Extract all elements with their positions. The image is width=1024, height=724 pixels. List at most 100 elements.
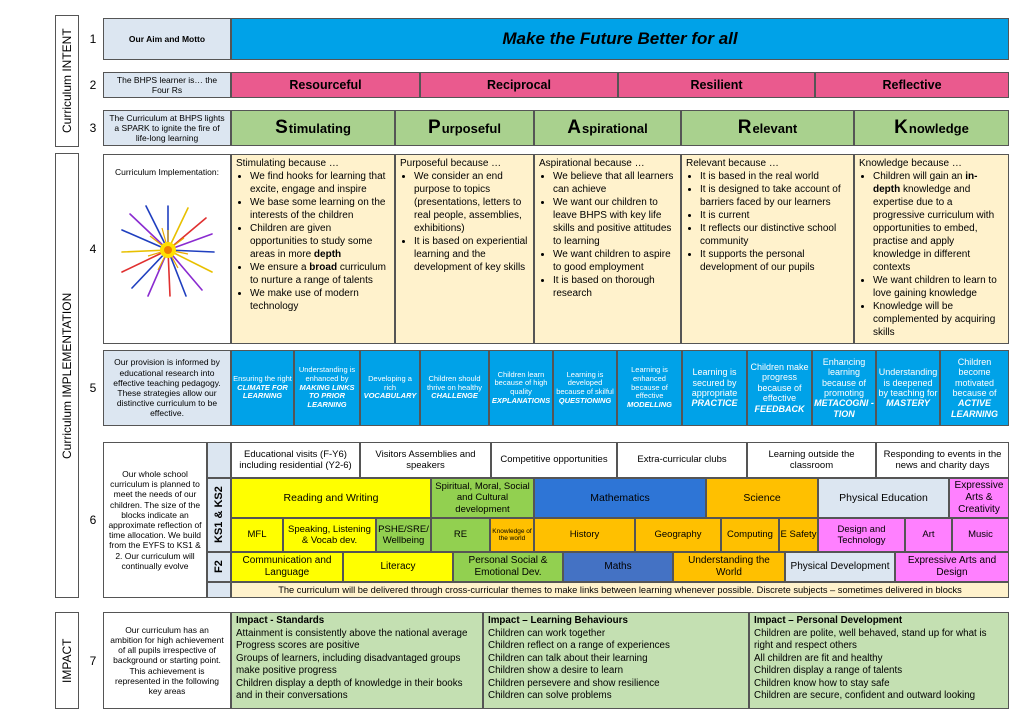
impl-bullet: We base some learning on the interests o… [250, 196, 390, 222]
impl-bullet: Children will gain an in-depth knowledge… [873, 170, 1004, 274]
impl-bullet: Children are given opportunities to stud… [250, 222, 390, 261]
impl-bullet: It is based on experiential learning and… [414, 235, 529, 274]
spark-rest: urposeful [441, 120, 501, 136]
spark-rest: timulating [288, 120, 351, 136]
strategy-cell: Learning is developed because of skilful… [553, 350, 617, 426]
spark-initial: P [428, 117, 441, 138]
strategy-text: Enhancing learning because of promoting [821, 356, 867, 398]
strategy-text: Understanding is enhanced by [298, 365, 356, 384]
strategy-text: Children should thrive on healthy [426, 374, 483, 392]
enrich-visits: Educational visits (F-Y6) including resi… [231, 442, 360, 478]
enrich-events: Responding to events in the news and cha… [876, 442, 1009, 478]
impl-bullet: Knowledge will be complemented by acquir… [873, 300, 1004, 339]
spark-initial: K [894, 117, 908, 138]
impact-line: Children can solve problems [488, 690, 612, 702]
strategy-text: Learning is enhanced because of effectiv… [631, 365, 668, 401]
impl-bullet: We consider an end purpose to topics (pr… [414, 170, 529, 235]
strategy-text: Children learn because of high quality [494, 369, 548, 396]
impl-aspirational: Aspirational because … We believe that a… [534, 154, 681, 344]
motto-banner: Make the Future Better for all [231, 18, 1009, 60]
impl-bullet: It is current [700, 209, 849, 222]
enrich-visitors: Visitors Assemblies and speakers [360, 442, 491, 478]
impl-bullet: We find hooks for learning that excite, … [250, 170, 390, 196]
impact-heading: Impact – Personal Development [754, 615, 903, 626]
strategy-emphasis: CHALLENGE [431, 391, 478, 401]
f2-label: F2 [207, 552, 231, 582]
row6-blank-label [207, 582, 231, 598]
spark-initial: A [567, 117, 581, 138]
four-rs-resilient: Resilient [618, 72, 815, 98]
row4-label-box: Curriculum Implementation: [103, 154, 231, 344]
strategy-cell: Learning is enhanced because of effectiv… [617, 350, 682, 426]
row3-label: The Curriculum at BHPS lights a SPARK to… [103, 110, 231, 146]
impl-bullets: We consider an end purpose to topics (pr… [414, 170, 529, 274]
row6-label: Our whole school curriculum is planned t… [103, 442, 207, 598]
strategy-text: Learning is developed because of skilful [556, 369, 614, 396]
impact-standards: Impact - Standards Attainment is consist… [231, 612, 483, 709]
strategy-emphasis: ACTIVE LEARNING [951, 398, 998, 419]
subject-geography: Geography [635, 518, 721, 552]
strategy-emphasis: MODELLING [627, 399, 672, 409]
impl-bullets: We believe that all learners can achieve… [553, 170, 676, 300]
impl-stimulating: Stimulating because … We find hooks for … [231, 154, 395, 344]
strategy-text: Children make progress because of effect… [750, 362, 809, 404]
impact-line: Progress scores are positive [236, 640, 360, 652]
f2-literacy: Literacy [343, 552, 453, 582]
impact-lines: Attainment is consistently above the nat… [236, 628, 478, 703]
section-impact: IMPACT [55, 612, 79, 709]
ks-label: KS1 & KS2 [207, 478, 231, 552]
row-number: 3 [89, 121, 97, 135]
section-intent: Curriculum INTENT [55, 15, 79, 147]
strategy-text: Children become motivated because of [952, 356, 997, 398]
impact-line: Children can work together [488, 627, 606, 639]
impact-line: Children are secure, confident and outwa… [754, 690, 976, 702]
strategy-emphasis: PRACTICE [691, 398, 738, 409]
impl-bullet: We make use of modern technology [250, 287, 390, 313]
impl-bullet: It is based in the real world [700, 170, 849, 183]
impl-bullet: We believe that all learners can achieve [553, 170, 676, 196]
f2-personal-social: Personal Social & Emotional Dev. [453, 552, 563, 582]
impact-lines: Children are polite, well behaved, stand… [754, 628, 1004, 703]
impl-bullet: It reflects our distinctive school commu… [700, 222, 849, 248]
subject-computing: Computing [721, 518, 779, 552]
f2-communication: Communication and Language [231, 552, 343, 582]
strategy-emphasis: QUESTIONING [558, 395, 612, 405]
spark-rest: spirational [581, 120, 648, 136]
impl-bullet: We want children to aspire to good emplo… [553, 248, 676, 274]
delivery-note: The curriculum will be delivered through… [231, 582, 1009, 598]
row6-blank-label [207, 442, 231, 478]
impact-learning-behaviours: Impact – Learning Behaviours Children ca… [483, 612, 749, 709]
strategy-cell: Children make progress because of effect… [747, 350, 812, 426]
impl-bullet: It is designed to take account of barrie… [700, 183, 849, 209]
subject-pshe: PSHE/SRE/ Wellbeing [376, 518, 431, 552]
spark-rest: elevant [752, 120, 798, 136]
strategy-text: Understanding is deepened by teaching fo… [878, 367, 938, 398]
impact-line: Groups of learners, including disadvanta… [236, 652, 461, 677]
impact-line: All children are fit and healthy [754, 652, 883, 664]
impl-bullet: It is based on thorough research [553, 274, 676, 300]
strategy-cell: Understanding is deepened by teaching fo… [876, 350, 940, 426]
impact-line: Children display a range of talents [754, 665, 903, 677]
spark-initial: S [275, 117, 288, 138]
strategy-text: Learning is secured by appropriate [691, 367, 738, 398]
f2-expressive-arts: Expressive Arts and Design [895, 552, 1009, 582]
impact-line: Children know how to stay safe [754, 677, 890, 689]
impact-heading: Impact - Standards [236, 615, 325, 626]
impl-bullet: We ensure a broad curriculum to nurture … [250, 261, 390, 287]
impact-line: Children persevere and show resilience [488, 677, 660, 689]
subject-mfl: MFL [231, 518, 283, 552]
impact-line: Attainment is consistently above the nat… [236, 627, 468, 639]
impl-heading: Relevant because … [686, 158, 779, 169]
impact-line: Children reflect on a range of experienc… [488, 640, 670, 652]
impl-purposeful: Purposeful because … We consider an end … [395, 154, 534, 344]
subject-mathematics: Mathematics [534, 478, 706, 518]
strategy-emphasis: METACOGNI -TION [814, 398, 874, 419]
f2-physical: Physical Development [785, 552, 895, 582]
